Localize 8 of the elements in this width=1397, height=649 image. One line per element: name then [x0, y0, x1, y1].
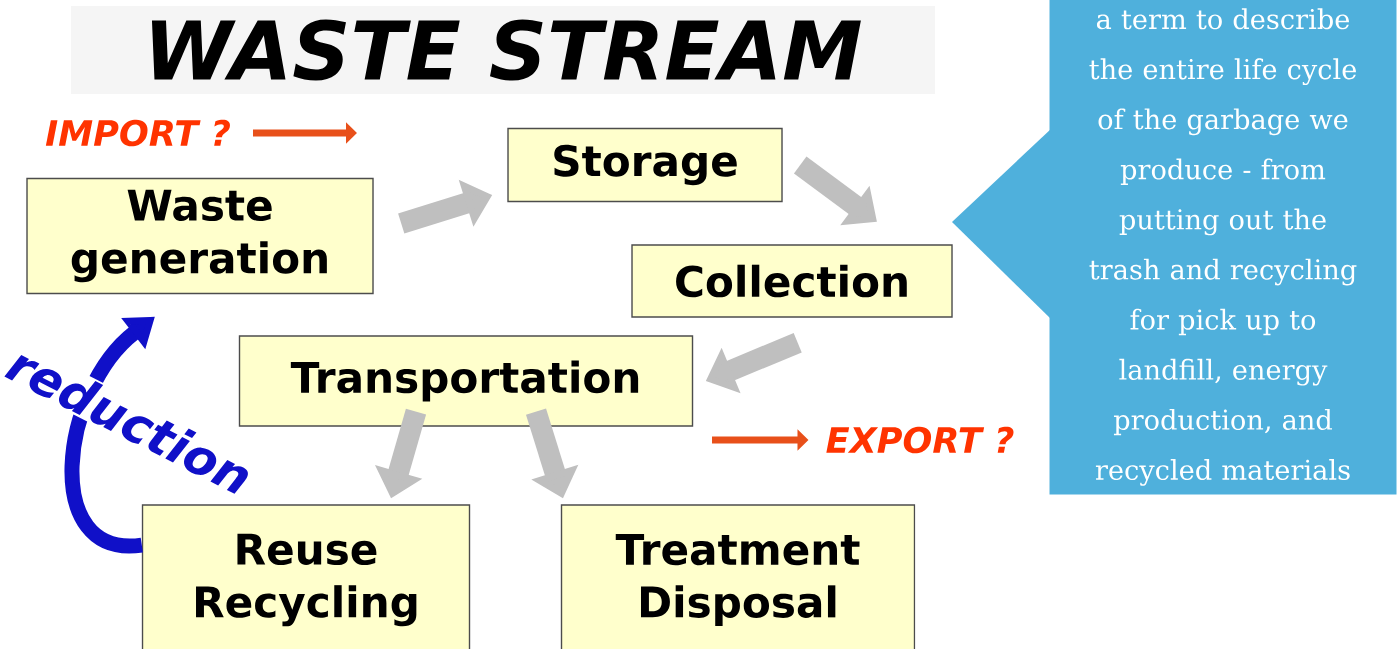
process-box: Transportation	[238, 335, 694, 427]
process-box: Waste generation	[26, 177, 374, 295]
process-box: Collection	[631, 244, 953, 318]
title-banner: WASTE STREAM	[71, 6, 935, 94]
process-box: Storage	[507, 127, 783, 203]
process-box: Reuse Recycling	[141, 504, 471, 649]
flow-label: IMPORT ?	[45, 119, 230, 147]
process-box: Treatment Disposal	[560, 504, 916, 649]
